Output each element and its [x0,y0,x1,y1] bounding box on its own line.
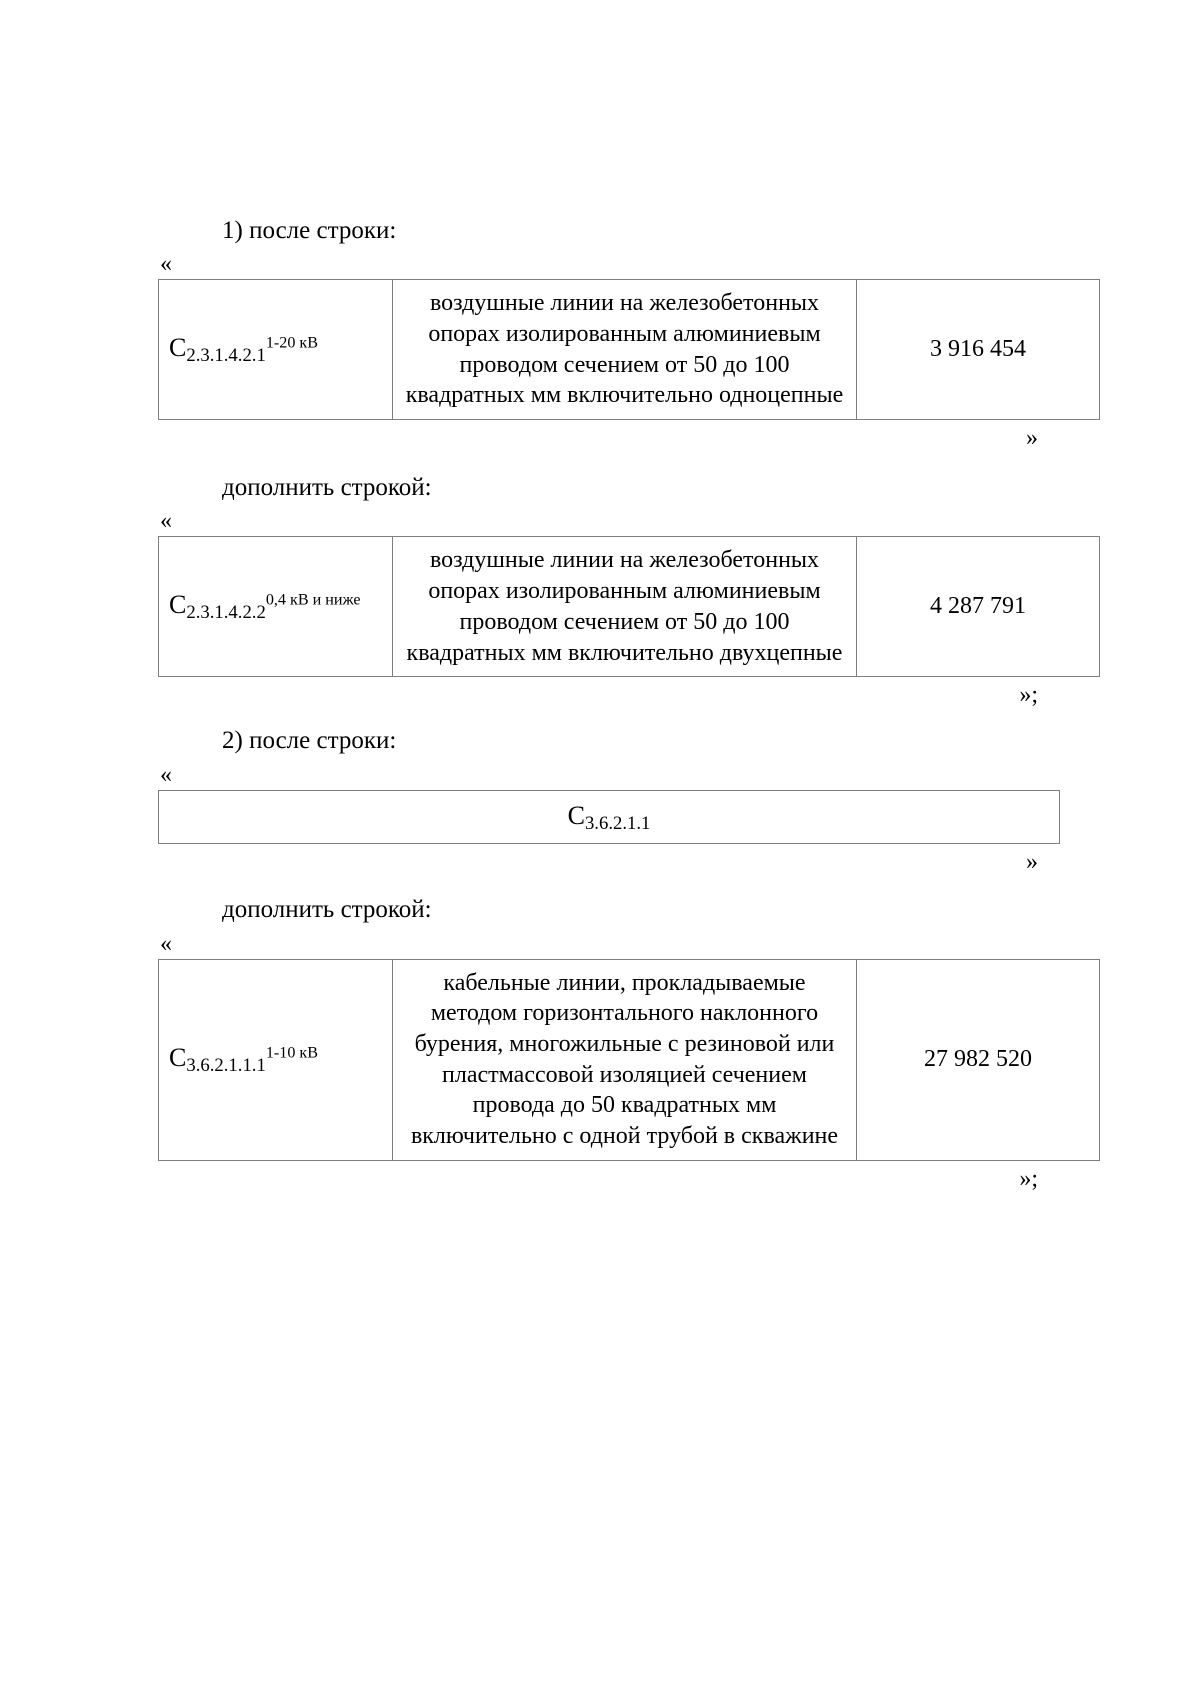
code-expression: C3.6.2.1.1 [567,800,651,834]
amendment-table-4: C3.6.2.1.1.11-10 кВ кабельные линии, про… [158,958,1100,1161]
table-row: C3.6.2.1.1.11-10 кВ кабельные линии, про… [158,958,1100,1161]
cell-description: воздушные линии на железобетонных опорах… [392,279,857,421]
cell-code: C2.3.1.4.2.11-20 кВ [158,279,393,421]
amendment-table-1: C2.3.1.4.2.11-20 кВ воздушные линии на ж… [158,279,1100,421]
cell-value: 4 287 791 [856,536,1100,678]
cell-value: 27 982 520 [856,958,1100,1161]
table-row: C2.3.1.4.2.20,4 кВ и ниже воздушные лини… [158,536,1100,678]
quote-open-2: « [160,508,172,535]
code-expression: C2.3.1.4.2.11-20 кВ [169,333,318,366]
code-base: C [169,333,187,363]
quote-open-1: « [160,251,172,278]
quote-close-3: » [1026,849,1038,876]
code-expression: C2.3.1.4.2.20,4 кВ и ниже [169,590,361,623]
cell-description: воздушные линии на железобетонных опорах… [392,536,857,678]
quote-close-4: »; [1019,1165,1038,1192]
code-superscript: 1-20 кВ [265,334,318,352]
code-subscript: 3.6.2.1.1.1 [186,1055,266,1077]
cell-description: кабельные линии, прокладываемые методом … [392,958,857,1161]
description-text: воздушные линии на железобетонных опорах… [405,290,844,409]
quote-close-2: »; [1019,682,1038,709]
section-lead-1: 1) после строки: [222,217,397,244]
section-lead-4: дополнить строкой: [222,896,432,924]
amendment-table-2: C2.3.1.4.2.20,4 кВ и ниже воздушные лини… [158,536,1100,678]
code-base: C [169,1043,187,1073]
amendment-table-3: C3.6.2.1.1 [158,789,1060,845]
cell-code: C3.6.2.1.1.11-10 кВ [158,958,393,1161]
code-superscript: 1-10 кВ [265,1044,318,1062]
code-subscript: 2.3.1.4.2.2 [186,602,266,624]
code-base: C [567,800,585,830]
code-base: C [169,590,187,620]
code-expression: C3.6.2.1.1.11-10 кВ [169,1043,318,1076]
code-subscript: 3.6.2.1.1 [584,812,651,834]
document-body: 1) после строки: « C2.3.1.4.2.11-20 кВ в… [158,215,1100,1192]
cell-code: C3.6.2.1.1 [158,789,1060,845]
section-lead-3: 2) после строки: [222,727,397,755]
quote-open-3: « [160,761,172,788]
table-row: C2.3.1.4.2.11-20 кВ воздушные линии на ж… [158,279,1100,421]
cell-code: C2.3.1.4.2.20,4 кВ и ниже [158,536,393,678]
table-row: C3.6.2.1.1 [158,789,1060,845]
code-superscript: 0,4 кВ и ниже [265,592,361,610]
code-subscript: 2.3.1.4.2.1 [186,345,266,367]
quote-close-1: » [1026,425,1038,452]
quote-open-4: « [160,930,172,957]
cell-value: 3 916 454 [856,279,1100,421]
description-text: кабельные линии, прокладываемые методом … [410,969,839,1150]
section-lead-2: дополнить строкой: [222,474,432,502]
description-text: воздушные линии на железобетонных опорах… [406,547,843,666]
